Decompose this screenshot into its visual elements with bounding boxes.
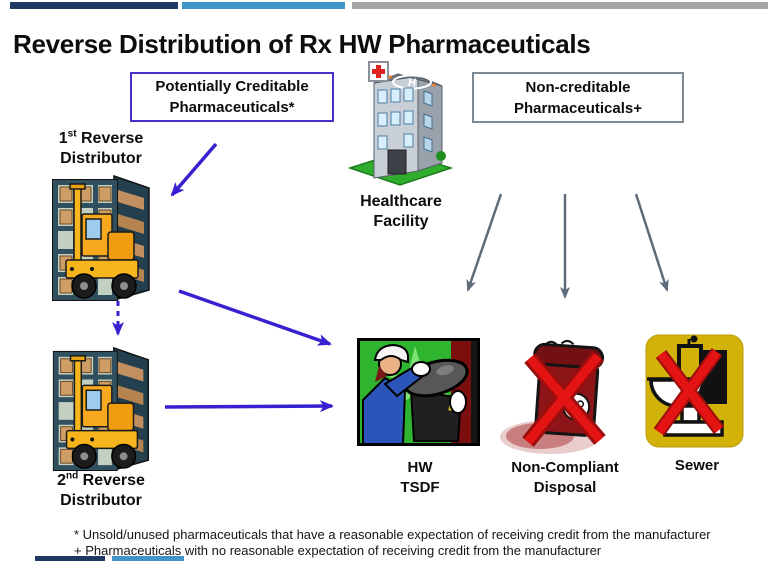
sewer-label: Sewer [674,457,720,474]
second-distributor-label: 2nd Reverse Distributor [57,470,145,509]
bottom-bar-navy [35,556,105,561]
first-distributor-label: 1st Reverse Distributor [58,128,144,167]
arrow-facility-to-sewer [634,193,669,292]
footnote-asterisk: * Unsold/unused pharmaceuticals that hav… [74,527,711,542]
hw-tsdf-worker-drum-icon [357,338,480,446]
arrow-first-distributor-to-tsdf [178,289,332,346]
top-bar-navy [10,2,178,9]
non-creditable-line1: Non-creditable [525,78,631,96]
slide-title: Reverse Distribution of Rx HW Pharmaceut… [13,29,591,60]
potentially-creditable-line2: Pharmaceuticals* [169,99,295,116]
potentially-creditable-box: Potentially Creditable Pharmaceuticals* [130,72,334,122]
non-compliant-disposal-icon [498,324,630,456]
potentially-creditable-line1: Potentially Creditable [155,78,309,95]
hospital-building-icon [344,57,457,192]
top-bar-gray [352,2,768,9]
arrow-facility-to-tsdf [466,193,503,292]
healthcare-facility-label: Healthcare Facility [360,193,442,230]
second-distributor-warehouse-icon [50,346,152,472]
bottom-bar-blue [112,556,184,561]
sewer-toilet-icon [645,334,744,448]
hw-tsdf-label: HW TSDF [400,459,440,496]
first-distributor-warehouse-icon [52,174,150,302]
non-compliant-disposal-label: Non-Compliant Disposal [511,459,619,496]
footnotes: * Unsold/unused pharmaceuticals that hav… [74,527,711,559]
top-bar-blue [182,2,345,9]
arrow-second-distributor-to-tsdf [164,400,334,413]
non-creditable-box: Non-creditable Pharmaceuticals+ [472,72,684,123]
non-creditable-line2: Pharmaceuticals+ [514,99,642,117]
footnote-plus: + Pharmaceuticals with no reasonable exp… [74,543,602,558]
arrow-creditable-to-first-distributor [170,142,218,197]
